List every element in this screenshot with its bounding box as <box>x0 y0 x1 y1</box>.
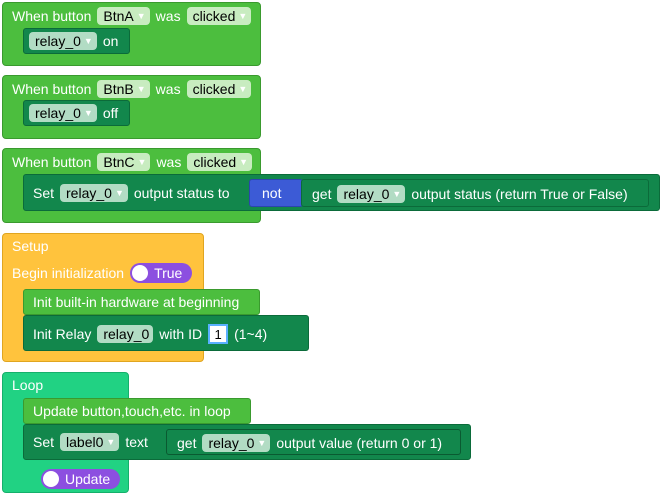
button-dropdown[interactable]: BtnB▼ <box>97 80 150 98</box>
event-mid-label: was <box>156 154 182 170</box>
triangle-down-icon: ▼ <box>136 11 146 21</box>
triangle-down-icon: ▼ <box>114 188 124 198</box>
relay-dropdown-value: relay_0 <box>343 186 390 202</box>
action-dropdown[interactable]: clicked▼ <box>187 153 253 171</box>
not-operator-block[interactable]: not <box>249 179 303 207</box>
update-toggle[interactable]: Update <box>41 469 121 489</box>
relay-name-field[interactable]: relay_0 <box>97 325 154 343</box>
setup-title: Setup <box>12 238 49 254</box>
triangle-down-icon: ▼ <box>392 189 402 199</box>
toggle-value: True <box>154 265 183 281</box>
init-hardware-label: Init built-in hardware at beginning <box>33 294 240 310</box>
action-dropdown[interactable]: clicked▼ <box>186 7 252 25</box>
relay-name-value: relay_0 <box>103 326 150 342</box>
relay-off-block[interactable]: relay_0▼ off <box>23 100 130 126</box>
with-id-label: with ID <box>159 326 203 342</box>
relay-dropdown-value: relay_0 <box>35 105 81 121</box>
button-dropdown-value: BtnC <box>103 154 135 170</box>
event-mid-label: was <box>155 8 181 24</box>
relay-state-label: off <box>102 105 119 121</box>
relay-dropdown[interactable]: relay_0▼ <box>29 32 97 50</box>
label-dropdown[interactable]: label0▼ <box>60 433 120 451</box>
event-label: When button <box>12 154 92 170</box>
init-relay-block[interactable]: Init Relay relay_0 with ID 1 (1~4) <box>23 315 309 351</box>
triangle-down-icon: ▼ <box>83 108 93 118</box>
not-label: not <box>262 185 282 201</box>
event-mid-label: was <box>155 81 181 97</box>
relay-dropdown-value: relay_0 <box>35 33 81 49</box>
label-dropdown-value: label0 <box>66 434 104 450</box>
button-dropdown-value: BtnB <box>103 81 134 97</box>
event-label: When button <box>12 81 92 97</box>
triangle-down-icon: ▼ <box>83 36 93 46</box>
relay-dropdown[interactable]: relay_0▼ <box>29 104 97 122</box>
action-dropdown-value: clicked <box>192 8 236 24</box>
get-label: get <box>177 435 197 451</box>
loop-title: Loop <box>12 377 44 393</box>
get-output-status-block[interactable]: get relay_0▼ output status (return True … <box>301 179 649 207</box>
text-label: text <box>125 434 148 450</box>
toggle-knob-icon <box>43 471 59 487</box>
relay-dropdown-value: relay_0 <box>208 435 255 451</box>
event-block-btna[interactable]: When button BtnA▼ was clicked▼ <box>2 2 261 66</box>
set-label: Set <box>33 185 55 201</box>
action-dropdown-value: clicked <box>192 81 236 97</box>
triangle-down-icon: ▼ <box>137 157 147 167</box>
id-range-label: (1~4) <box>234 326 268 342</box>
toggle-knob-icon <box>132 265 149 281</box>
get-suffix-label: output status (return True or False) <box>411 186 628 202</box>
set-label: Set <box>33 434 55 450</box>
button-dropdown[interactable]: BtnA▼ <box>97 7 150 25</box>
triangle-down-icon: ▼ <box>238 11 248 21</box>
relay-dropdown[interactable]: relay_0▼ <box>202 434 271 452</box>
update-label: Update button,touch,etc. in loop <box>33 403 231 419</box>
get-label: get <box>312 186 332 202</box>
triangle-down-icon: ▼ <box>257 438 267 448</box>
relay-on-block[interactable]: relay_0▼ on <box>23 28 130 54</box>
button-dropdown-value: BtnA <box>103 8 134 24</box>
get-suffix-label: output value (return 0 or 1) <box>276 435 443 451</box>
get-output-value-block[interactable]: get relay_0▼ output value (return 0 or 1… <box>166 429 461 455</box>
relay-id-input[interactable]: 1 <box>208 324 229 344</box>
output-status-label: output status to <box>133 185 230 201</box>
triangle-down-icon: ▼ <box>106 437 116 447</box>
init-relay-label: Init Relay <box>33 326 92 342</box>
triangle-down-icon: ▼ <box>136 84 146 94</box>
toggle-value: Update <box>65 471 111 487</box>
action-dropdown[interactable]: clicked▼ <box>186 80 252 98</box>
event-label: When button <box>12 8 92 24</box>
init-hardware-block[interactable]: Init built-in hardware at beginning <box>23 289 260 315</box>
triangle-down-icon: ▼ <box>239 157 249 167</box>
triangle-down-icon: ▼ <box>238 84 248 94</box>
relay-dropdown[interactable]: relay_0▼ <box>60 184 128 202</box>
button-dropdown[interactable]: BtnC▼ <box>97 153 151 171</box>
relay-state-label: on <box>102 33 119 49</box>
update-button-block[interactable]: Update button,touch,etc. in loop <box>23 398 251 424</box>
action-dropdown-value: clicked <box>193 154 237 170</box>
begin-init-label: Begin initialization <box>12 265 125 281</box>
relay-dropdown-value: relay_0 <box>66 185 112 201</box>
begin-init-toggle[interactable]: True <box>130 263 193 283</box>
relay-dropdown[interactable]: relay_0▼ <box>337 185 406 203</box>
